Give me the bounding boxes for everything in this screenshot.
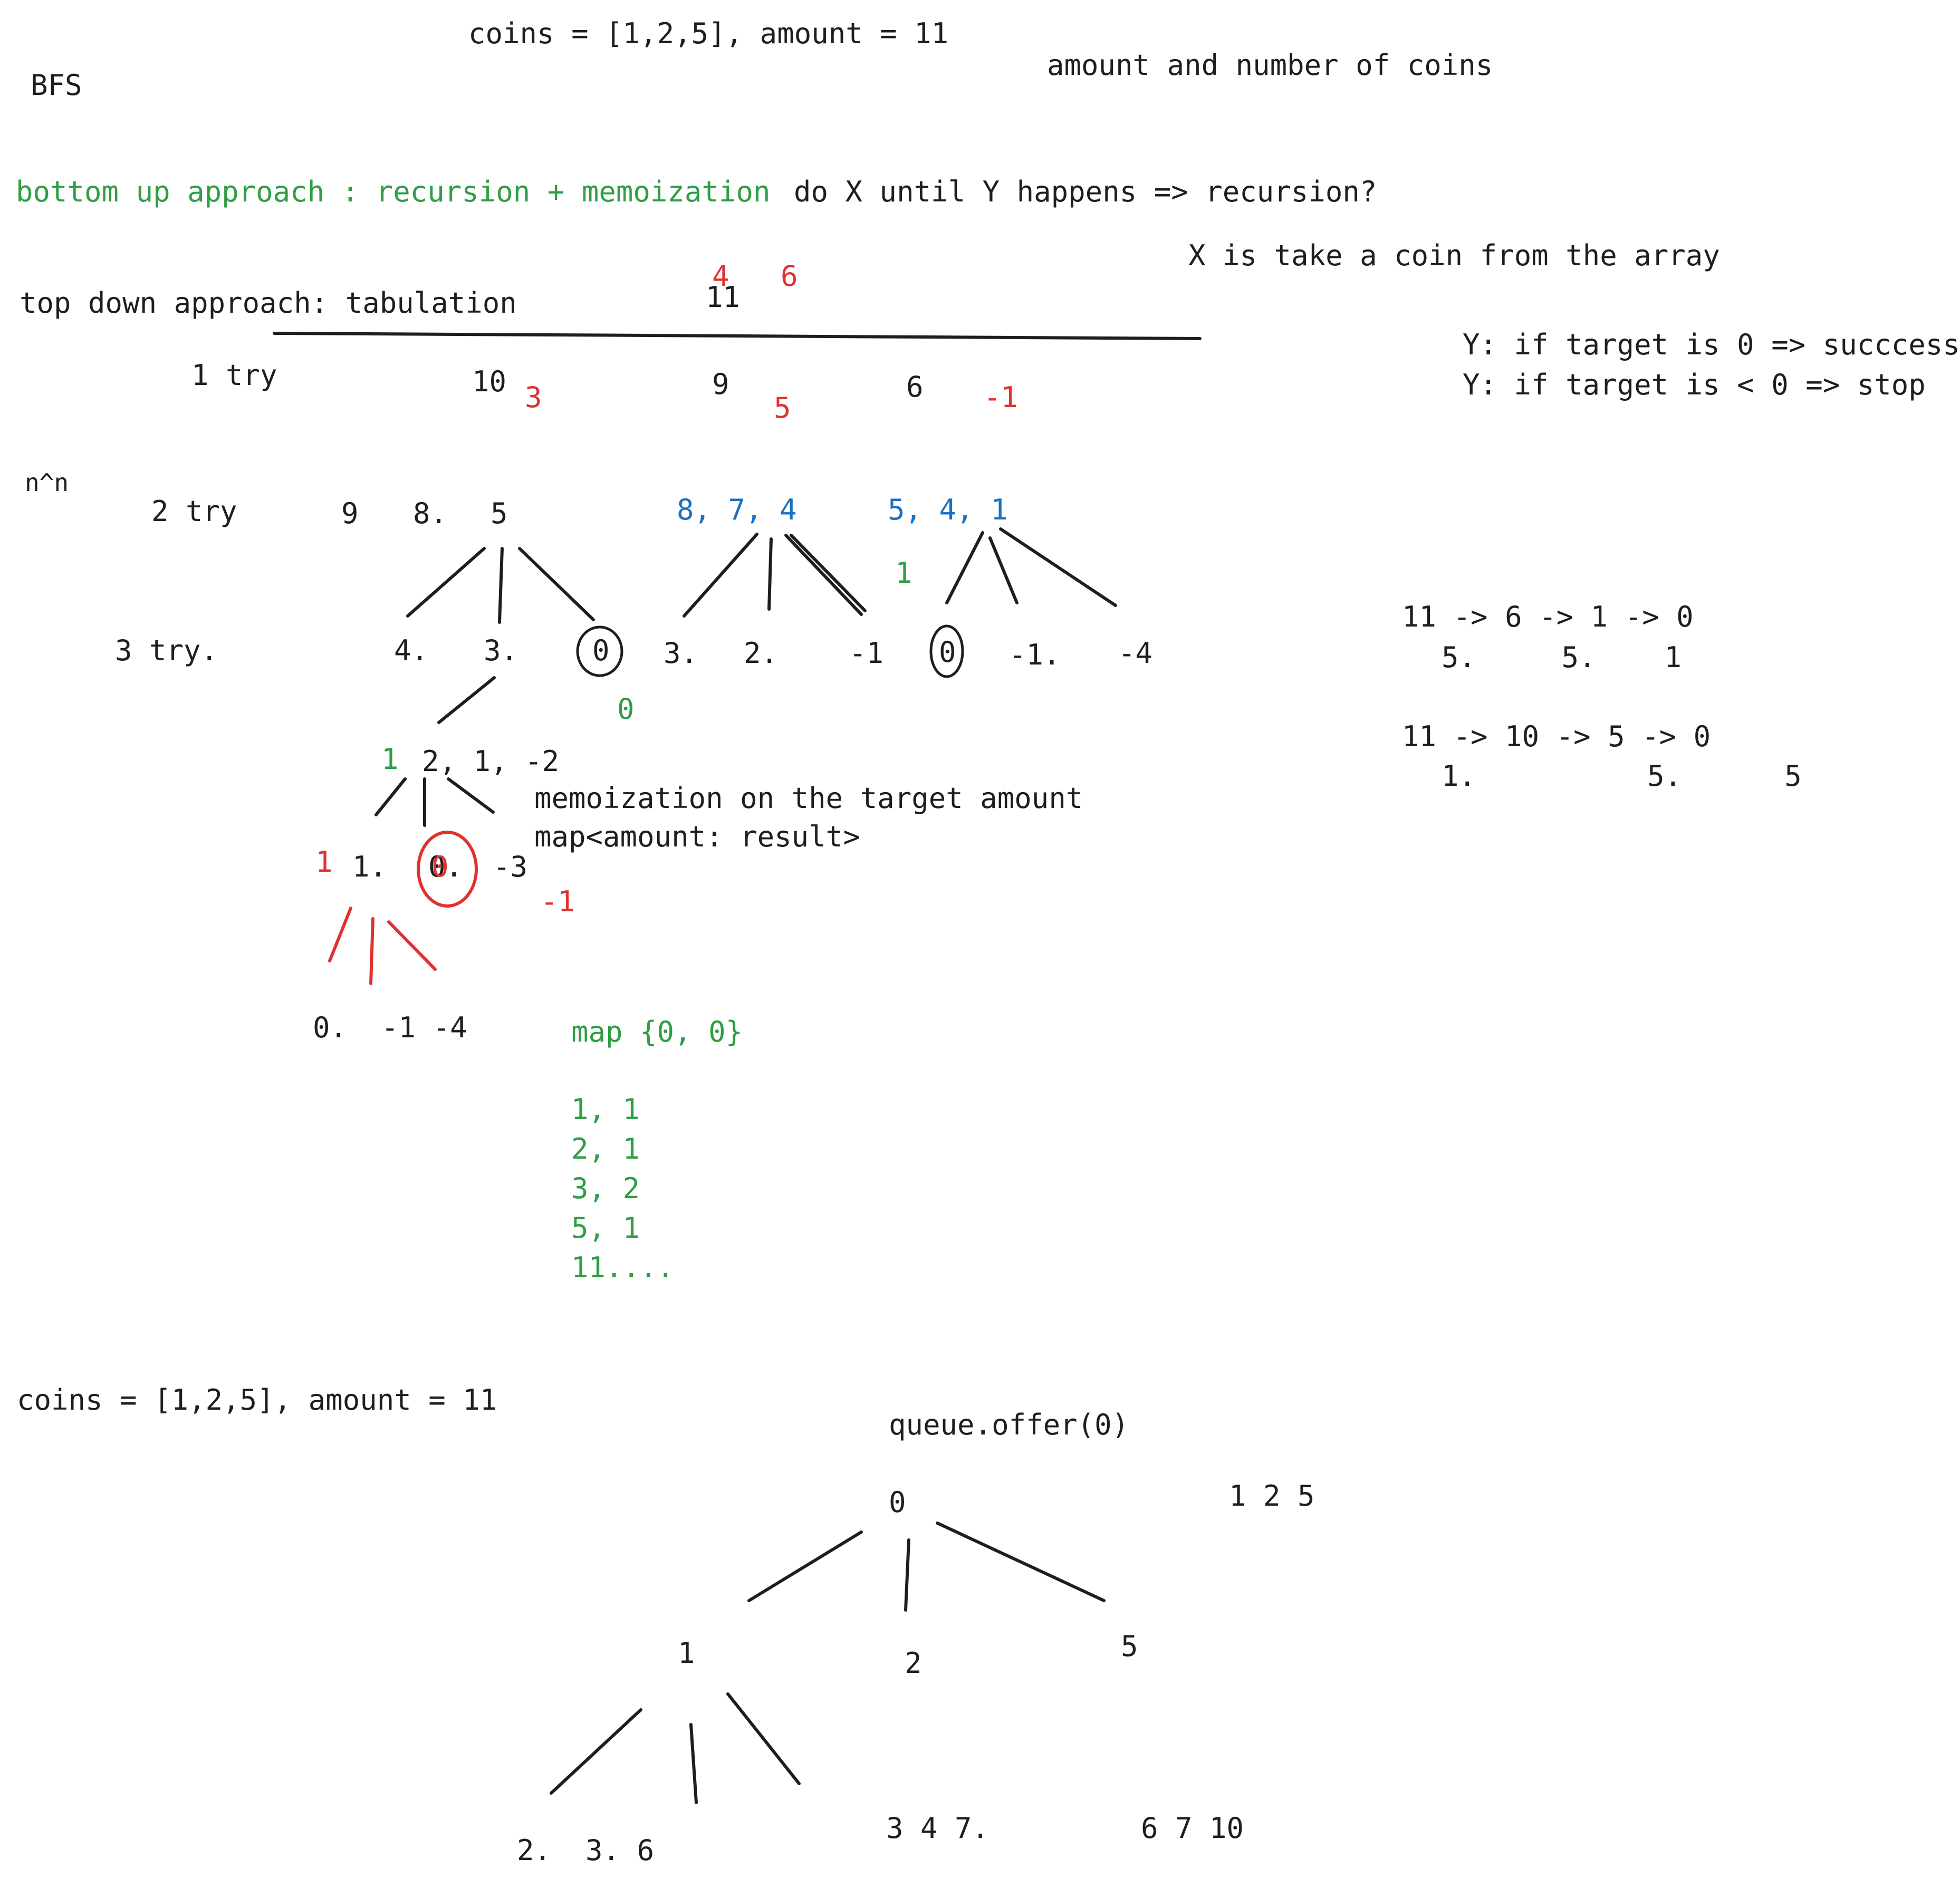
path-1: 11 -> 6 -> 1 -> 0: [1402, 600, 1694, 633]
try1-node-6: 6: [906, 370, 924, 403]
level5-node-0: 0.: [428, 850, 463, 883]
try1-note-neg1: -1: [984, 381, 1019, 414]
red-edge-1-to-neg1: [369, 917, 374, 985]
level4-note-green: 1: [381, 743, 399, 776]
memo-entry: 5, 1: [571, 1211, 640, 1245]
path-2: 11 -> 10 -> 5 -> 0: [1402, 720, 1711, 753]
top-down-approach: top down approach: tabulation: [20, 286, 517, 320]
try2-group-c: 5, 4, 1: [888, 493, 1008, 526]
edge-5-to-0: [518, 547, 595, 621]
bfs-edge-1-to-6: [726, 1692, 801, 1785]
memo-map-type: map<amount: result>: [534, 820, 860, 853]
memo-entry: 2, 1: [571, 1132, 640, 1166]
tree-divider-line: [273, 332, 1202, 340]
memo-entry: 11....: [571, 1251, 675, 1284]
circle-zero-red: [417, 831, 478, 908]
level5-red-0: 0: [431, 850, 449, 883]
memo-entry: 3, 2: [571, 1172, 640, 1205]
recursion-hint: do X until Y happens => recursion?: [794, 175, 1377, 208]
try3-node-0a: 0: [592, 634, 610, 667]
row-label-try2: 2 try: [151, 495, 237, 528]
try3-node-4: 4.: [394, 634, 429, 667]
try1-note-3: 3: [525, 381, 542, 414]
red-edge-1-to-neg4: [387, 920, 437, 971]
try3-note-green: 0: [617, 692, 635, 726]
row-label-try3: 3 try.: [115, 634, 218, 667]
try1-note-5: 5: [774, 391, 791, 425]
circle-zero-a: [576, 625, 623, 677]
y-success-condition: Y: if target is 0 => succcess: [1463, 328, 1960, 361]
whiteboard-canvas: coins = [1,2,5], amount = 11 BFS amount …: [16, 17, 1960, 1867]
bfs-heading: BFS: [31, 69, 82, 102]
state-note: amount and number of coins: [1047, 49, 1493, 82]
try3-node-neg1: -1: [849, 637, 884, 670]
try3-node-2: 2.: [744, 637, 779, 670]
try3-node-neg4: -4: [1118, 637, 1153, 670]
bfs-edge-0-to-1: [747, 1530, 863, 1602]
try2-note-green: 1: [895, 556, 912, 590]
bfs-edge-1-to-2: [550, 1708, 642, 1795]
path-1-coins: 5. 5. 1: [1442, 641, 1682, 674]
level5-note-red: 1: [315, 845, 333, 879]
try3-node-neg1b: -1.: [1009, 638, 1061, 671]
bfs-node-5: 5: [1121, 1630, 1138, 1663]
bfs-node-2: 2: [905, 1646, 922, 1680]
level5-note-red-neg1: -1: [541, 885, 575, 918]
queue-offer: queue.offer(0): [889, 1408, 1129, 1441]
bottom-up-approach: bottom up approach : recursion + memoiza…: [16, 175, 771, 208]
edge-5-to-3: [498, 547, 504, 624]
edge-4-to-neg1-double: [790, 534, 867, 612]
root-red-note-a: 4: [712, 259, 729, 293]
edge-1-to-neg1: [988, 536, 1019, 604]
bfs-root: 0: [889, 1486, 906, 1519]
y-stop-condition: Y: if target is < 0 => stop: [1463, 368, 1926, 401]
try2-group-b: 8, 7, 4: [677, 493, 797, 526]
bfs-grandchildren-2: 3 4 7.: [886, 1812, 989, 1845]
edge-2-to-neg3: [447, 777, 495, 814]
bfs-edge-0-to-5: [936, 1521, 1106, 1602]
tree-root: 11: [706, 281, 741, 314]
edge-1-to-0: [945, 531, 984, 604]
problem-statement: coins = [1,2,5], amount = 11: [468, 17, 949, 50]
try2-node-9: 9: [341, 497, 359, 530]
root-red-note-b: 6: [781, 259, 798, 293]
bfs-edge-0-to-2: [904, 1538, 910, 1612]
edge-1-to-neg4: [999, 527, 1117, 607]
edge-3-to-2-1-neg2: [437, 676, 496, 724]
red-edge-1-to-0: [328, 907, 352, 962]
tree-edges: [273, 332, 1202, 1804]
circle-zero-b: [929, 624, 964, 678]
level5-node-1: 1.: [352, 850, 387, 883]
x-definition: X is take a coin from the array: [1188, 239, 1720, 272]
memo-title: memoization on the target amount: [534, 782, 1083, 815]
bfs-grandchildren-5: 6 7 10: [1141, 1812, 1244, 1845]
bfs-problem-statement: coins = [1,2,5], amount = 11: [17, 1383, 497, 1417]
try3-node-0b: 0: [939, 635, 956, 669]
edge-5-to-4: [406, 547, 486, 618]
memo-entry: 1, 1: [571, 1093, 640, 1126]
try1-node-10: 10: [472, 365, 507, 398]
edge-4-to-2: [767, 537, 773, 611]
bfs-node-1: 1: [678, 1636, 695, 1670]
try3-node-3b: 3.: [664, 637, 698, 670]
path-2-coins: 1. 5. 5: [1442, 759, 1802, 793]
edge-2-to-1: [374, 777, 407, 816]
edge-4-to-3: [683, 533, 758, 618]
bfs-coins: 1 2 5: [1229, 1479, 1315, 1513]
complexity-note: n^n: [25, 468, 69, 497]
level6-values: 0. -1 -4: [313, 1011, 467, 1044]
try2-node-5: 5: [491, 497, 508, 530]
level4-values: 2, 1, -2: [422, 745, 560, 778]
try1-node-9: 9: [712, 368, 729, 401]
edge-4-to-neg1: [784, 534, 863, 616]
memo-map-init: map {0, 0}: [571, 1015, 743, 1048]
try3-node-3a: 3.: [484, 634, 518, 667]
try2-node-8: 8.: [413, 497, 448, 530]
row-label-try1: 1 try: [191, 359, 277, 392]
bfs-grandchildren-1: 2. 3. 6: [517, 1834, 655, 1867]
bfs-edge-1-to-3: [689, 1723, 698, 1804]
level5-node-neg3: -3: [493, 850, 528, 883]
